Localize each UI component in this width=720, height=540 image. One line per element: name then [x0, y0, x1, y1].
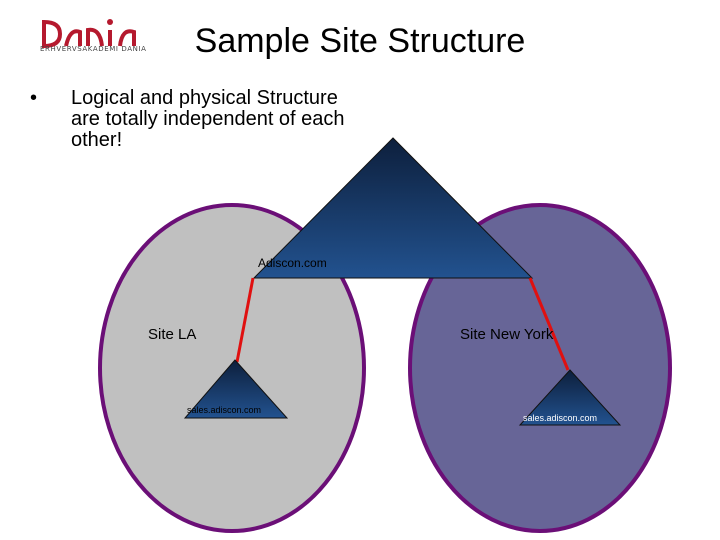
- site-new-york-circle: [408, 203, 672, 533]
- site-la-label: Site LA: [148, 326, 197, 343]
- root-domain-triangle: [252, 137, 534, 279]
- connector-line-la: [235, 277, 255, 363]
- dania-logo: [42, 19, 136, 49]
- child-domain-triangle-new-york: [518, 369, 622, 426]
- slide-title: Sample Site Structure: [194, 22, 526, 60]
- site-new-york-label: Site New York: [460, 326, 554, 343]
- connector-line-new-york: [528, 277, 570, 371]
- root-domain-label: Adiscon.com: [258, 256, 327, 270]
- child-domain-triangle-la: [183, 359, 289, 419]
- child-domain-label-la: sales.adiscon.com: [187, 405, 262, 415]
- logo-subtitle: ERHVERVSAKADEMI DANIA: [40, 45, 147, 53]
- bullet-dot: •: [30, 87, 38, 109]
- bullet-text: Logical and physical Structure are total…: [71, 87, 345, 151]
- child-domain-label-new-york: sales.adiscon.com: [523, 413, 598, 423]
